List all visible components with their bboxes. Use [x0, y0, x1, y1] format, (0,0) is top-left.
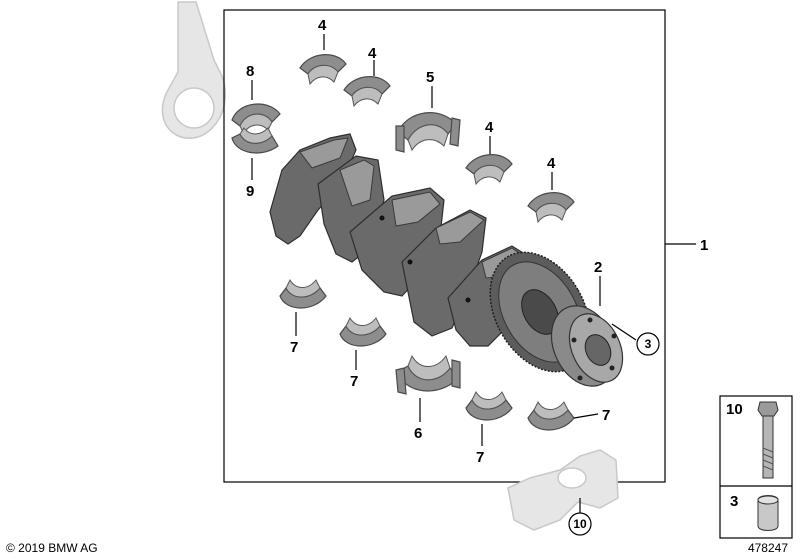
dowel-icon — [757, 495, 779, 531]
upper-bearing-shell — [343, 76, 391, 108]
part-labels: 4 4 5 4 4 8 9 1 2 7 7 6 7 7 3 10 — [246, 17, 708, 536]
bolt-callout-circle — [568, 512, 592, 536]
lower-bearing-shell — [527, 400, 575, 431]
label-conrod-shell-upper: 8 — [246, 63, 254, 80]
label-upper-shell: 4 — [318, 17, 327, 34]
label-conrod-shell-lower: 9 — [246, 183, 254, 200]
upper-bearing-shell — [465, 154, 513, 186]
crankshaft-flange — [550, 305, 624, 387]
label-bolt-circle: 10 — [573, 517, 587, 531]
legend-bolt-number: 10 — [726, 401, 743, 418]
label-upper-shell: 4 — [485, 119, 494, 136]
conrod-bearing-shell-upper — [231, 103, 281, 136]
lower-bearing-shell — [339, 316, 387, 347]
label-thrust-shell-upper: 5 — [426, 69, 434, 86]
bolt-icon — [757, 401, 779, 479]
label-pin-circle: 3 — [645, 337, 652, 351]
label-gear-flange: 2 — [594, 259, 602, 276]
assembly-frame — [223, 9, 666, 483]
label-main-assembly: 1 — [700, 237, 708, 254]
leader-lines — [251, 34, 696, 514]
label-upper-shell: 4 — [368, 45, 377, 62]
ghost-bearing-cap — [507, 449, 619, 531]
label-lower-shell: 7 — [476, 449, 484, 466]
label-lower-shell: 7 — [290, 339, 298, 356]
copyright-text: © 2019 BMW AG — [6, 541, 98, 555]
lower-bearing-shell — [465, 390, 513, 421]
upper-bearing-shell — [527, 192, 575, 224]
lower-bearing-shell — [279, 278, 327, 309]
hardware-legend: 10 3 — [719, 395, 793, 539]
legend-dowel-number: 3 — [730, 493, 738, 510]
thrust-bearing-shell-upper — [395, 112, 461, 153]
label-thrust-shell-lower: 6 — [414, 425, 422, 442]
ghost-connecting-rod — [161, 1, 227, 139]
upper-bearing-shell — [299, 54, 347, 86]
label-upper-shell: 4 — [547, 155, 556, 172]
label-lower-shell: 7 — [602, 407, 610, 424]
pin-callout-circle — [636, 332, 660, 356]
diagram-id: 478247 — [748, 541, 788, 555]
label-lower-shell: 7 — [350, 373, 358, 390]
thrust-bearing-shell-lower — [395, 354, 461, 395]
conrod-bearing-shell-lower — [231, 127, 279, 154]
